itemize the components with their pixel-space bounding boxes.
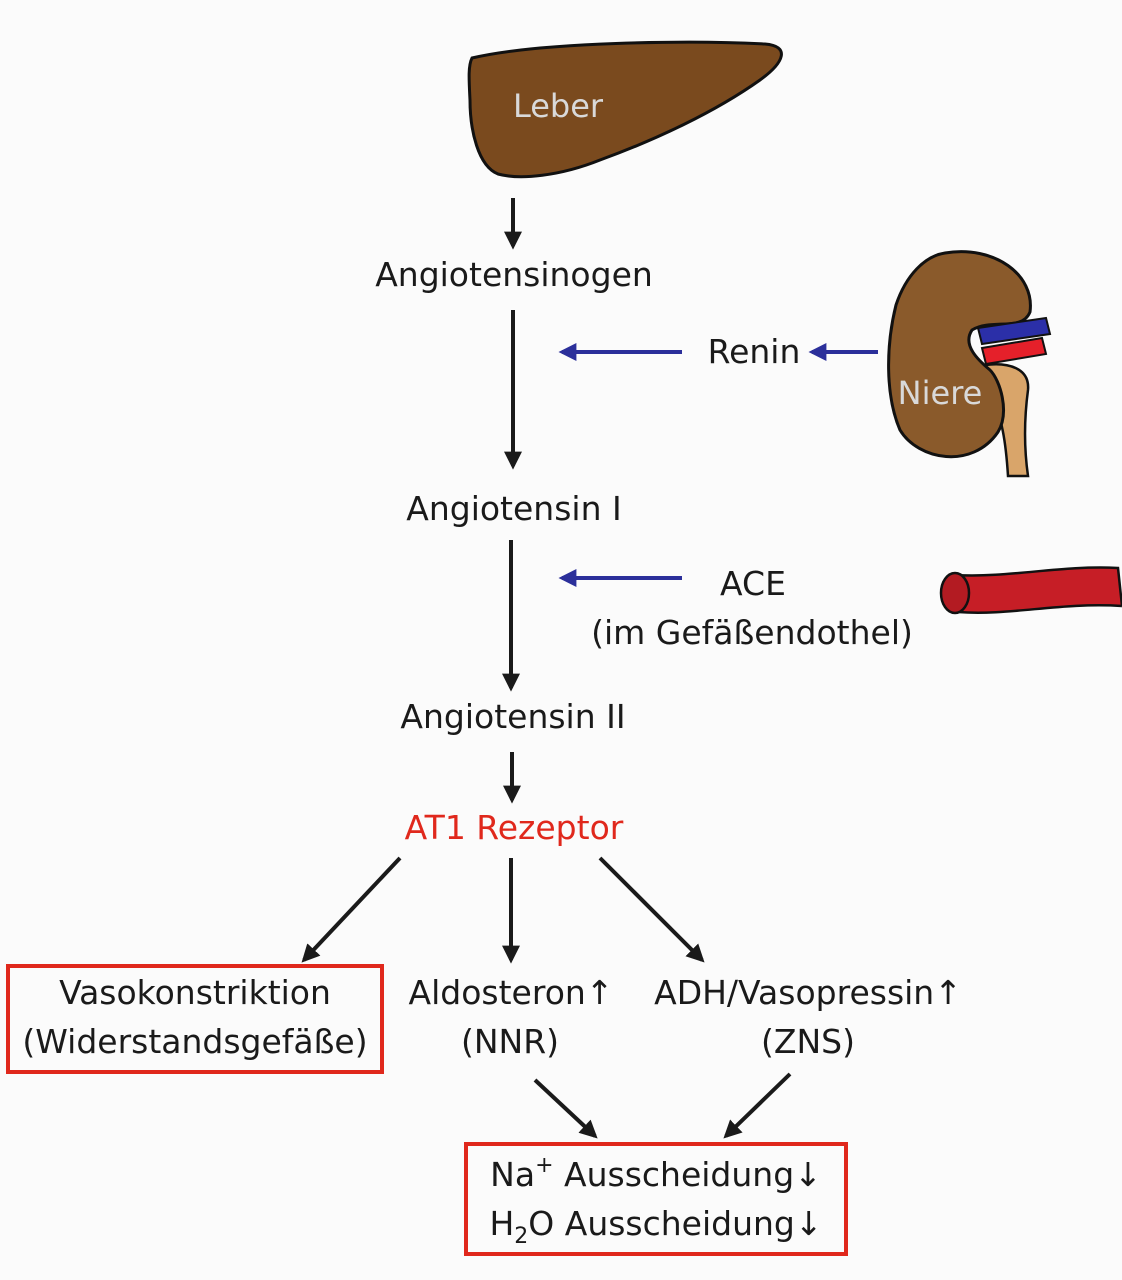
blood-vessel-graphic: [939, 566, 1122, 615]
arrow-aldosterone-to-excretion: [533, 1078, 598, 1139]
renal-vein-shape: [976, 316, 1052, 346]
aldosterone-site-label: (NNR): [460, 1022, 560, 1061]
sodium-excretion-label: Na+ Ausscheidung↓: [472, 1155, 840, 1195]
angiotensin-2-label: Angiotensin II: [400, 697, 626, 736]
kidney-graphic: [887, 250, 1052, 478]
renin-label: Renin: [707, 332, 801, 371]
arrow-receptor-to-adh: [598, 856, 705, 963]
excretion-box: [464, 1142, 848, 1256]
water-excretion-label: H2O Ausscheidung↓: [472, 1204, 840, 1248]
vasoconstriction-label: Vasokonstriktion: [59, 973, 331, 1012]
ace-location-label: (im Gefäßendothel): [591, 613, 913, 652]
adh-site-label: (ZNS): [761, 1022, 855, 1061]
sodium-excretion-text: Ausscheidung↓: [553, 1155, 822, 1194]
vasoconstriction-site-label: (Widerstandsgefäße): [22, 1022, 368, 1061]
vessel-opening: [939, 571, 971, 615]
vasoconstriction-box: [6, 964, 384, 1074]
adh-label: ADH/Vasopressin↑: [654, 973, 962, 1012]
arrow-adh-to-excretion: [723, 1072, 792, 1139]
kidney-shape: [887, 250, 1032, 459]
water-index: 2: [514, 1224, 529, 1249]
arrow-receptor-to-vasoconstriction: [301, 856, 402, 963]
sodium-symbol: Na: [490, 1155, 536, 1194]
liver-shape: [467, 40, 783, 179]
vessel-body: [953, 566, 1122, 614]
water-symbol: H: [489, 1204, 515, 1243]
renal-artery-shape: [980, 336, 1048, 366]
ace-label: ACE: [720, 564, 786, 603]
kidney-label: Niere: [897, 374, 983, 412]
water-excretion-text: O Ausscheidung↓: [528, 1204, 823, 1243]
sodium-charge: +: [535, 1153, 554, 1178]
at1-receptor-label: AT1 Rezeptor: [404, 808, 624, 847]
aldosterone-label: Aldosteron↑: [408, 973, 614, 1012]
angiotensinogen-label: Angiotensinogen: [375, 255, 653, 294]
angiotensin-1-label: Angiotensin I: [406, 489, 622, 528]
liver-label: Leber: [512, 87, 604, 125]
